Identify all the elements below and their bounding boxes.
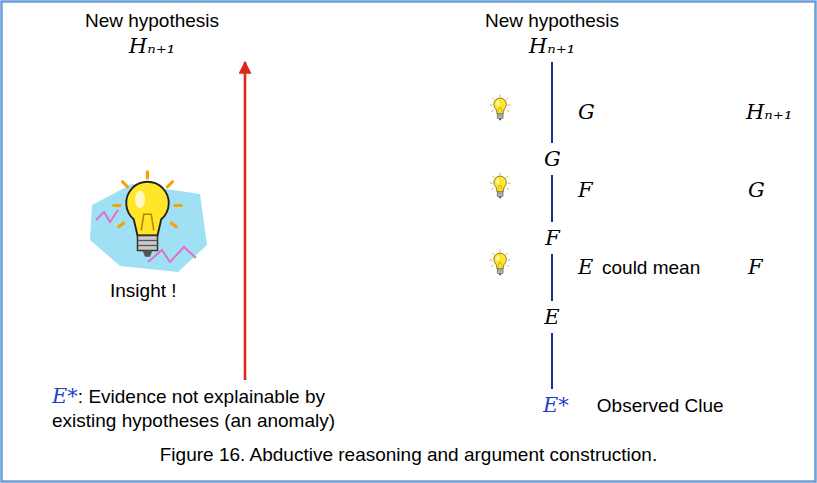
step-symbol: F [748,254,763,280]
node-subtext: Hₙ₊₁ [56,33,248,59]
chain-line [551,175,553,222]
hypothesis-node: New hypothesisHₙ₊₁ [52,6,252,62]
step-symbol: E [578,254,593,280]
node-text: E [542,304,562,330]
hypothesis-node: New hypothesisHₙ₊₁ [467,6,637,62]
lightbulb-icon [114,172,182,257]
insight-arrow [244,62,247,380]
evidence-node: E*: Evidence not explainable by existing… [48,380,360,436]
insight-label: Insight ! [110,279,177,303]
clue-node: E* Observed Clue [539,389,728,421]
step-symbol: G [748,177,765,203]
chain-line [551,254,553,301]
chain-step: E [538,301,566,333]
node-text: E* [52,384,78,408]
node-text: G [542,146,563,172]
step-symbol: F [578,177,593,203]
node-text: F [543,225,562,251]
node-text: New hypothesis [471,9,633,33]
node-text: E* [543,393,569,417]
lightbulb-icon [490,250,510,275]
node-text: New hypothesis [56,9,248,33]
lightbulb-icon [490,173,510,198]
chain-step: G [538,143,567,175]
lightbulb-icon [490,95,510,120]
chain-step: F [539,222,566,254]
step-symbol: Hₙ₊₁ [746,99,792,125]
node-subtext: : Evidence not explainable by existing h… [52,386,335,431]
chain-line [551,333,553,389]
insight-zigzag [96,210,118,222]
figure-caption: Figure 16. Abductive reasoning and argum… [0,443,817,467]
node-subtext: Hₙ₊₁ [471,33,633,59]
node-subtext: Observed Clue [597,395,724,416]
step-symbol: G [578,99,595,125]
chain-line [551,62,553,143]
step-note: could mean [602,256,700,280]
